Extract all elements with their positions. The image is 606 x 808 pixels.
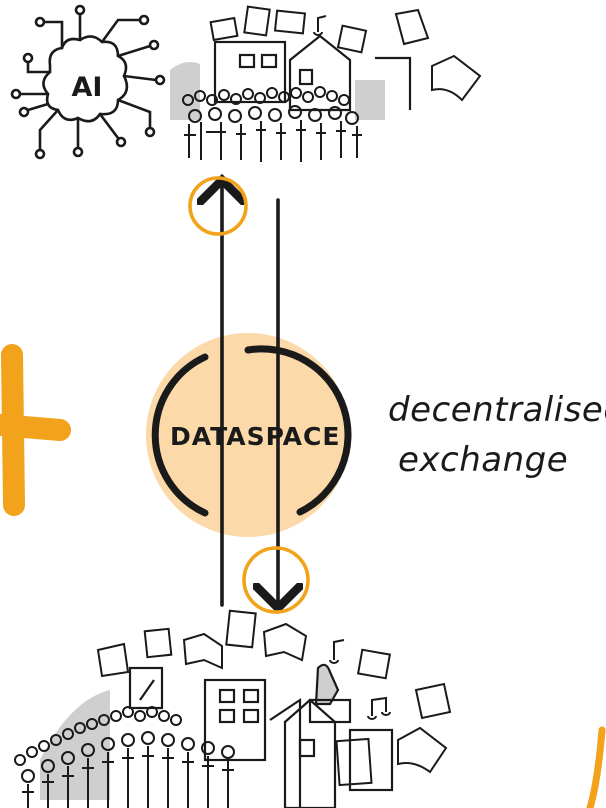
ai-brain-icon — [10, 4, 166, 160]
book-icon — [273, 9, 307, 35]
book-icon — [182, 632, 223, 670]
dataspace-hub-ring-right — [244, 345, 352, 516]
orange-edge-stroke — [586, 726, 606, 808]
book-icon — [397, 726, 448, 774]
picture-icon — [336, 24, 368, 54]
dataspace-hub-ring-left — [151, 353, 209, 517]
picture-icon — [243, 5, 271, 37]
picture-icon — [143, 627, 173, 659]
bottom-city-icon — [40, 663, 394, 808]
music-note-icon — [313, 15, 327, 36]
top-media-icons — [209, 5, 482, 102]
music-note-icon — [329, 639, 345, 664]
document-icon — [394, 8, 430, 46]
exchange-caption-line1: decentralised — [388, 390, 606, 430]
up-arrow-highlight-ring — [188, 176, 248, 236]
picture-icon — [356, 648, 392, 680]
music-note-icon — [367, 696, 391, 720]
ai-label: AI — [71, 72, 103, 103]
dataspace-hub-fill — [146, 333, 350, 537]
document-icon — [96, 642, 130, 678]
statue-icon — [314, 663, 340, 706]
top-crowd-icon — [182, 86, 362, 162]
book-icon — [262, 622, 308, 662]
orange-plus-icon — [0, 344, 71, 516]
top-city-icon — [170, 34, 412, 120]
bottom-media-icons — [96, 609, 452, 787]
picture-icon — [225, 609, 257, 649]
down-arrow-highlight-ring — [242, 546, 310, 614]
book-icon — [209, 16, 239, 42]
picture-icon — [335, 737, 373, 787]
dataspace-label: DATASPACE — [170, 422, 341, 451]
document-icon — [414, 682, 452, 720]
bottom-crowd-icon — [14, 706, 235, 808]
book-icon — [431, 54, 482, 102]
exchange-caption-line2: exchange — [398, 440, 569, 480]
